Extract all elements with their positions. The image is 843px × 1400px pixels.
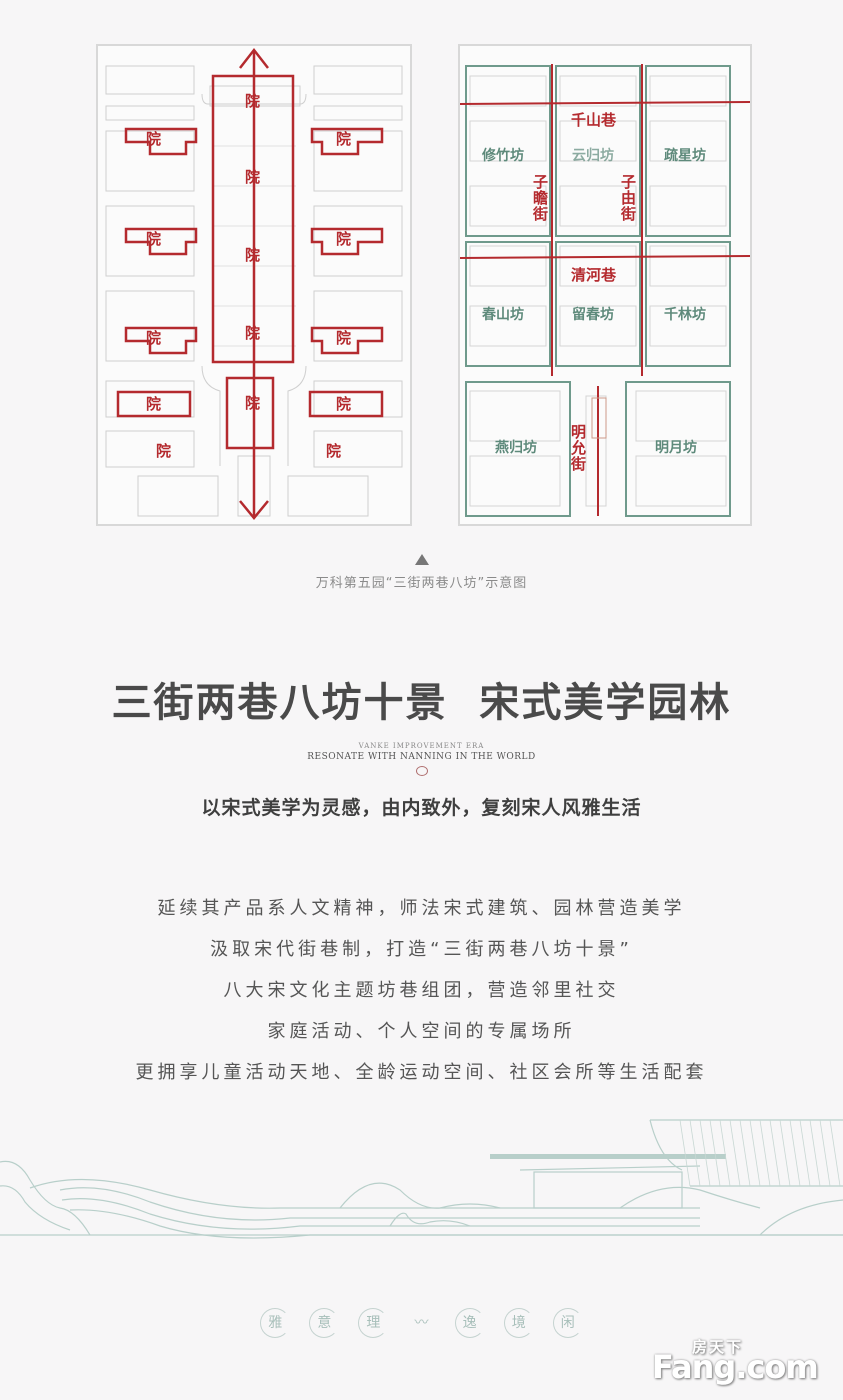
courtyard-label: 院 xyxy=(245,168,261,186)
triangle-up-icon xyxy=(415,554,429,565)
district-label: 云归坊 xyxy=(572,148,614,164)
courtyard-label: 院 xyxy=(146,329,162,347)
district-label: 疏星坊 xyxy=(664,148,706,164)
courtyard-label: 院 xyxy=(245,324,261,342)
courtyard-label: 院 xyxy=(146,395,162,413)
lane-label-qinghe: 清河巷 xyxy=(571,266,617,284)
english-tagline: RESONATE WITH NANNING IN THE WORLD xyxy=(307,752,536,762)
seal-jing-icon: 境 xyxy=(503,1308,534,1338)
seal-xian-icon: 闲 xyxy=(552,1308,583,1338)
street-label-zizhan: 子瞻街 xyxy=(531,174,549,222)
courtyard-label: 院 xyxy=(146,130,162,148)
district-label: 燕归坊 xyxy=(495,440,537,456)
district-label: 明月坊 xyxy=(655,440,697,456)
courtyard-label: 院 xyxy=(245,92,261,110)
courtyard-plan-drawing xyxy=(105,47,403,520)
lane-label-qianshan: 千山巷 xyxy=(571,111,617,129)
seal-ya-icon: 雅 xyxy=(260,1308,291,1338)
brand-emblem-icon xyxy=(416,766,428,776)
watermark-en: Fang.com xyxy=(652,1348,819,1386)
courtyard-label: 院 xyxy=(326,442,342,460)
page-subtitle: 以宋式美学为灵感，由内致外，复刻宋人风雅生活 xyxy=(201,797,642,819)
street-label-ziyou: 子由街 xyxy=(619,174,637,222)
map-caption: 万科第五园“三街两巷八坊”示意图 xyxy=(315,576,528,591)
english-tagline-small: VANKE IMPROVEMENT ERA xyxy=(358,742,485,750)
seal-li-icon: 理 xyxy=(358,1308,389,1338)
fang-watermark-logo: 房天下 Fang.com xyxy=(652,1336,832,1386)
body-line: 延续其产品系人文精神，师法宋式建筑、园林营造美学 xyxy=(157,898,686,919)
district-label: 修竹坊 xyxy=(482,148,524,164)
watermark-cn: 房天下 xyxy=(692,1338,744,1356)
body-line: 更拥享儿童活动天地、全龄运动空间、社区会所等生活配套 xyxy=(135,1062,708,1083)
courtyard-label: 院 xyxy=(336,395,352,413)
seal-yi2-icon: 逸 xyxy=(454,1308,485,1338)
courtyard-label: 院 xyxy=(156,442,172,460)
district-label: 千林坊 xyxy=(664,307,706,323)
courtyard-label: 院 xyxy=(245,394,261,412)
streets-plan-drawing xyxy=(460,64,750,517)
body-text: 延续其产品系人文精神，师法宋式建筑、园林营造美学 汲取宋代街巷制，打造“三街两巷… xyxy=(0,888,843,1093)
district-label: 留春坊 xyxy=(572,307,614,323)
seal-bird-icon: 〰 xyxy=(414,1315,429,1331)
seal-icon-row: 雅 意 理 〰 逸 境 闲 xyxy=(0,1308,843,1338)
courtyard-label: 院 xyxy=(146,230,162,248)
courtyard-label: 院 xyxy=(336,230,352,248)
body-line: 家庭活动、个人空间的专属场所 xyxy=(267,1021,576,1042)
courtyard-map: 院 院 院 院 院 院 院 院 院 院 院 院 院 院 院 xyxy=(96,44,412,526)
courtyard-label: 院 xyxy=(336,329,352,347)
district-label: 春山坊 xyxy=(482,307,524,323)
body-line: 汲取宋代街巷制，打造“三街两巷八坊十景” xyxy=(210,939,633,960)
body-line: 八大宋文化主题坊巷组团，营造邻里社交 xyxy=(223,980,620,1001)
page-headline: 三街两巷八坊十景 宋式美学园林 xyxy=(111,679,732,726)
courtyard-label: 院 xyxy=(245,246,261,264)
streets-lanes-map: 千山巷 清河巷 子瞻街 子由街 明允街 修竹坊 云归坊 疏星坊 春山坊 留春坊 … xyxy=(458,44,752,526)
courtyard-label: 院 xyxy=(336,130,352,148)
landscape-pavilion-illustration xyxy=(0,1119,843,1239)
street-label-mingyun: 明允街 xyxy=(569,424,587,472)
seal-yi-icon: 意 xyxy=(309,1308,340,1338)
